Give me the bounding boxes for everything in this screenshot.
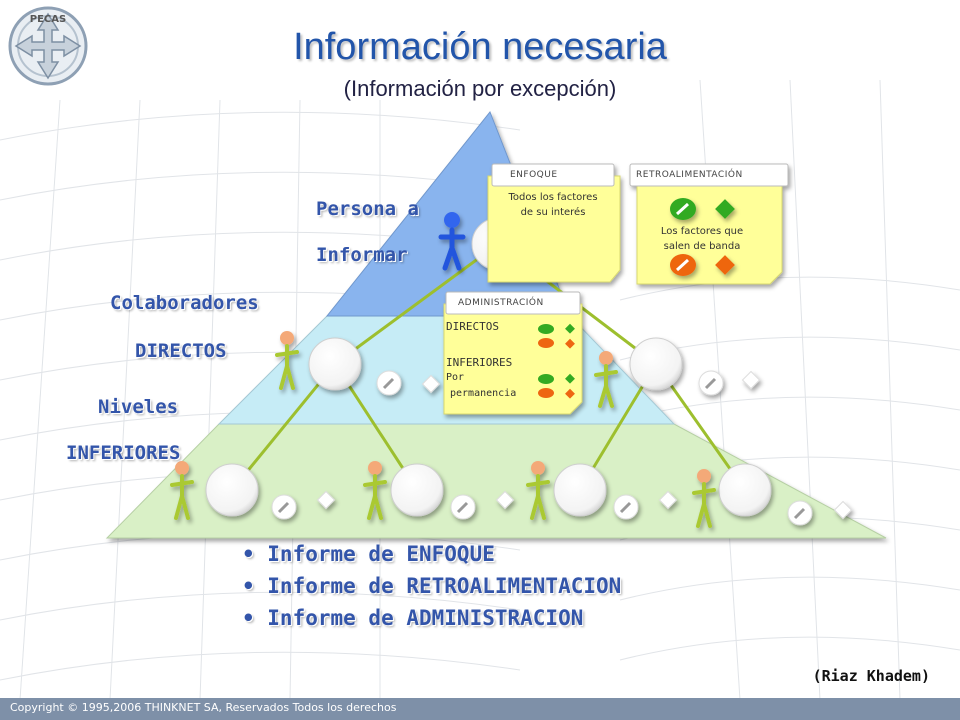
person-icon <box>170 461 194 520</box>
note-retro-line1: Los factores que <box>660 226 744 237</box>
logo-text: PECAS <box>30 14 66 25</box>
note-admin-row-permanencia: permanencia <box>450 388 517 399</box>
orange-diamond-icon <box>715 255 735 275</box>
person-icon <box>692 469 716 528</box>
diamond-icon <box>741 370 761 390</box>
pencil-icon <box>613 494 639 520</box>
note-retro-header: RETROALIMENTACIÓN <box>636 170 743 180</box>
person-icon <box>526 461 550 520</box>
note-enfoque-line1: Todos los factores <box>508 192 598 203</box>
note-retroalimentacion <box>629 163 789 285</box>
bullet-item-administracion: • Informe de ADMINISTRACION <box>242 606 584 630</box>
pencil-icon <box>450 494 476 520</box>
diamond-icon <box>833 500 853 520</box>
orange-pencil-icon <box>538 388 554 398</box>
green-diamond-icon <box>565 323 575 334</box>
node-bottom-2 <box>390 463 444 517</box>
admin-icons <box>538 323 575 399</box>
note-admin-header: ADMINISTRACIÓN <box>458 298 544 308</box>
diamond-icon <box>658 490 678 510</box>
label-persona-line1: Persona a <box>316 198 419 220</box>
label-niveles-line1: Niveles <box>98 396 179 418</box>
label-colaboradores-line2: DIRECTOS <box>135 340 227 362</box>
green-pencil-icon <box>538 324 554 334</box>
label-persona-line2: Informar <box>316 244 408 266</box>
orange-pencil-icon <box>670 254 696 276</box>
label-colaboradores-line1: Colaboradores <box>110 292 259 314</box>
note-retro-line2: salen de banda <box>663 241 741 252</box>
bullet-list: • Informe de ENFOQUE • Informe de RETROA… <box>242 542 621 638</box>
person-figures <box>170 331 716 528</box>
note-admin-row-inferiores: INFERIORES <box>446 356 513 369</box>
pecas-logo: PECAS <box>8 6 88 86</box>
green-pencil-icon <box>538 374 554 384</box>
node-bottom-1 <box>205 463 259 517</box>
person-icon <box>363 461 387 520</box>
page-subtitle: (Información por excepción) <box>343 76 617 101</box>
green-diamond-icon <box>565 373 575 384</box>
pencil-icon <box>787 500 813 526</box>
bullet-item-retroalimentacion: • Informe de RETROALIMENTACION <box>242 574 622 598</box>
node-mid-left <box>308 337 362 391</box>
footer-copyright: Copyright © 1995,2006 THINKNET SA, Reser… <box>10 701 397 714</box>
diamond-icon <box>316 490 336 510</box>
note-enfoque-line2: de su interés <box>520 207 586 218</box>
person-icon <box>275 331 299 390</box>
node-bottom-3 <box>553 463 607 517</box>
note-enfoque-header: ENFOQUE <box>510 170 558 180</box>
bullet-item-enfoque: • Informe de ENFOQUE <box>242 542 495 566</box>
person-icon <box>594 351 618 408</box>
diamond-icon <box>421 374 441 394</box>
leader-figure <box>438 212 466 271</box>
diamond-icon <box>495 490 515 510</box>
author-credit: (Riaz Khadem) <box>812 667 930 685</box>
note-admin-row-por: Por <box>446 372 465 383</box>
orange-diamond-icon <box>565 338 575 349</box>
note-admin-row-directos: DIRECTOS <box>446 320 499 333</box>
pencil-icon <box>698 370 724 396</box>
page-title: Información necesaria <box>293 26 667 68</box>
footer-bar: Copyright © 1995,2006 THINKNET SA, Reser… <box>0 698 960 720</box>
pencil-icon <box>271 494 297 520</box>
node-mid-right <box>629 337 683 391</box>
orange-diamond-icon <box>565 388 575 399</box>
pencil-icon <box>376 370 402 396</box>
label-niveles-line2: INFERIORES <box>66 442 181 464</box>
node-bottom-4 <box>718 463 772 517</box>
orange-pencil-icon <box>538 338 554 348</box>
green-pencil-icon <box>670 198 696 220</box>
note-enfoque <box>487 163 621 283</box>
